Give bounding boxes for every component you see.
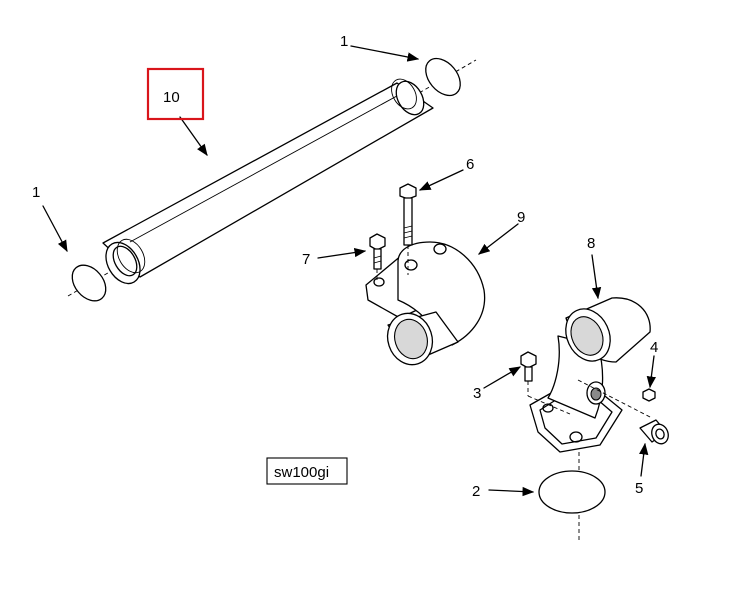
bolt-7 bbox=[369, 233, 386, 280]
callout-9: 9 bbox=[517, 209, 525, 226]
plug-5 bbox=[639, 419, 669, 445]
callout-3: 3 bbox=[473, 385, 481, 402]
figure-code-box: sw100gi bbox=[266, 457, 348, 485]
callout-6: 6 bbox=[466, 156, 474, 173]
callout-7: 7 bbox=[302, 251, 310, 268]
seal-top bbox=[425, 57, 461, 97]
highlight-box bbox=[146, 67, 205, 121]
nut-4 bbox=[642, 388, 656, 402]
callout-2: 2 bbox=[472, 483, 480, 500]
callout-labels: 1 1 6 9 7 8 4 3 5 2 bbox=[32, 33, 658, 500]
callout-4: 4 bbox=[650, 339, 658, 356]
bolt-3 bbox=[520, 351, 571, 415]
callout-5: 5 bbox=[635, 480, 643, 497]
elbow-housing bbox=[365, 241, 486, 366]
bolt-6 bbox=[399, 183, 417, 275]
thermostat-housing bbox=[529, 297, 653, 453]
figure-code: sw100gi bbox=[274, 464, 329, 481]
callout-1-top: 1 bbox=[340, 33, 348, 50]
callout-10: 10 bbox=[163, 89, 180, 106]
leader-lines bbox=[42, 45, 656, 497]
callout-8: 8 bbox=[587, 235, 595, 252]
callout-1-left: 1 bbox=[32, 184, 40, 201]
gasket-2 bbox=[538, 452, 606, 540]
callout-10-highlight: 10 bbox=[146, 67, 205, 121]
tube-part bbox=[67, 59, 477, 297]
seal-left bbox=[71, 264, 107, 302]
